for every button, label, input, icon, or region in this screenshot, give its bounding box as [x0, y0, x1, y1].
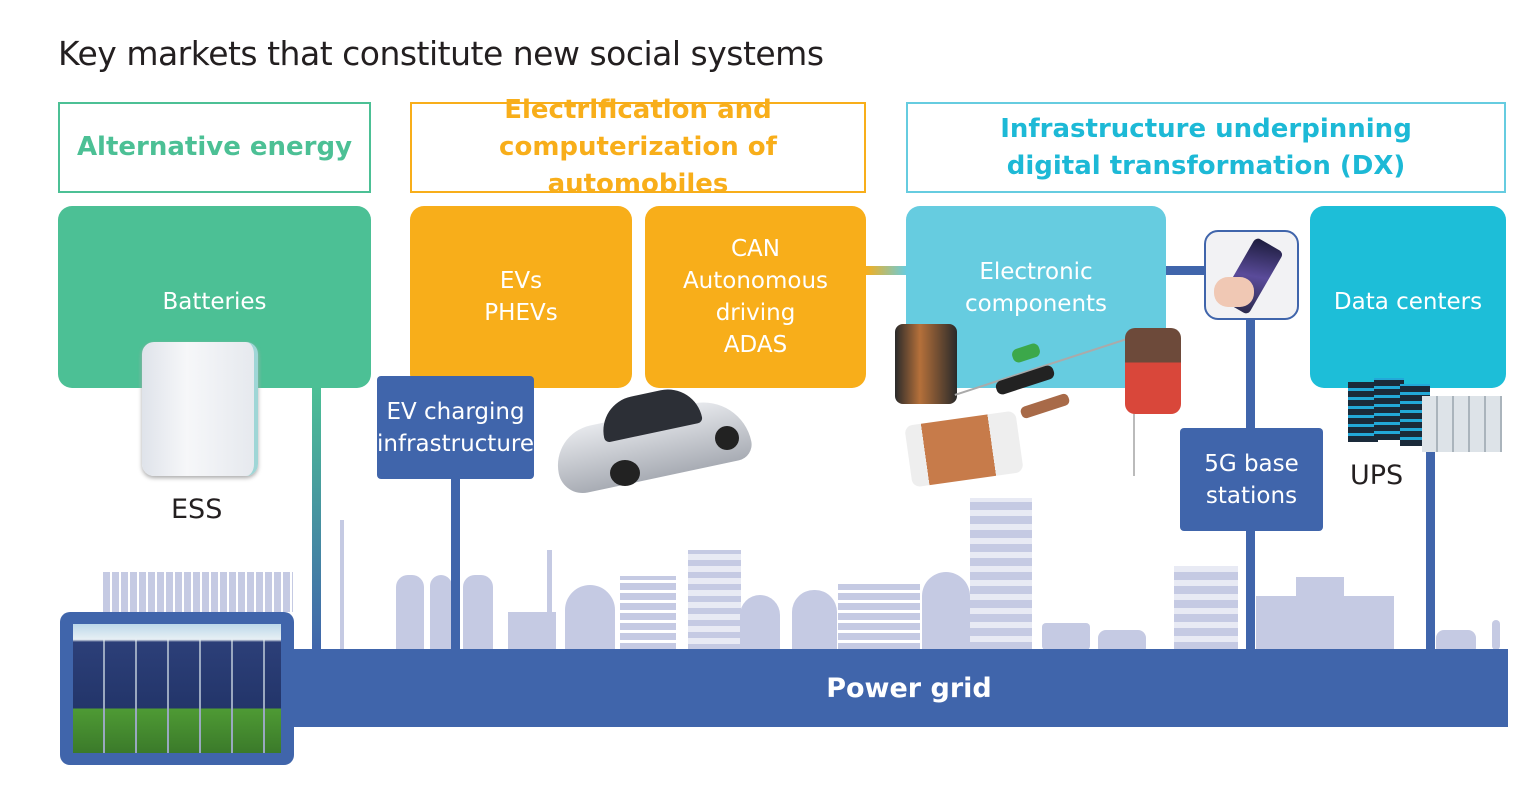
solar-panel-photo: [60, 612, 294, 765]
market-label: CAN: [731, 236, 780, 262]
market-label: EVs: [499, 268, 543, 294]
smartphone-image: [1204, 230, 1299, 320]
market-label: driving: [715, 300, 796, 326]
servers-image: [1348, 372, 1504, 452]
market-label: stations: [1205, 482, 1298, 509]
category-infrastructure: Infrastructure underpinning digital trans…: [906, 102, 1506, 193]
car-image: [550, 378, 755, 498]
category-label: Alternative energy: [76, 132, 353, 162]
connector-line: [1426, 440, 1435, 650]
connector-line: [865, 266, 907, 275]
ess-label: ESS: [171, 494, 223, 525]
market-label: components: [964, 291, 1108, 317]
market-label: Autonomous: [682, 268, 829, 294]
ess-cabinet-image: [142, 342, 258, 476]
category-label: computerization of automobiles: [499, 132, 777, 199]
category-label: Infrastructure underpinning: [1000, 113, 1412, 144]
page-title: Key markets that constitute new social s…: [58, 34, 824, 73]
category-label: Electrification and: [504, 95, 772, 125]
market-label: 5G base: [1204, 450, 1299, 477]
connector-line: [1165, 266, 1205, 275]
market-label: EV charging: [386, 398, 525, 425]
market-data-centers: Data centers: [1310, 206, 1506, 388]
category-electrification: Electrification and computerization of au…: [410, 95, 866, 199]
power-grid-bar: Power grid: [290, 649, 1508, 727]
power-grid-label: Power grid: [826, 672, 992, 704]
market-ev-charging: EV charging infrastructure: [377, 376, 534, 479]
electronic-components-image: [890, 318, 1195, 488]
category-label: digital transformation (DX): [1006, 150, 1406, 181]
market-label: infrastructure: [377, 430, 534, 457]
connector-line: [312, 386, 321, 650]
market-5g-base-stations: 5G base stations: [1180, 428, 1323, 531]
category-alternative-energy: Alternative energy: [58, 102, 371, 193]
market-label: Batteries: [162, 289, 267, 315]
market-label: Electronic: [979, 259, 1093, 285]
market-label: Data centers: [1333, 289, 1483, 315]
market-label: ADAS: [723, 332, 788, 358]
ups-label: UPS: [1350, 460, 1404, 491]
connector-line: [451, 478, 460, 650]
market-label: PHEVs: [484, 300, 558, 326]
